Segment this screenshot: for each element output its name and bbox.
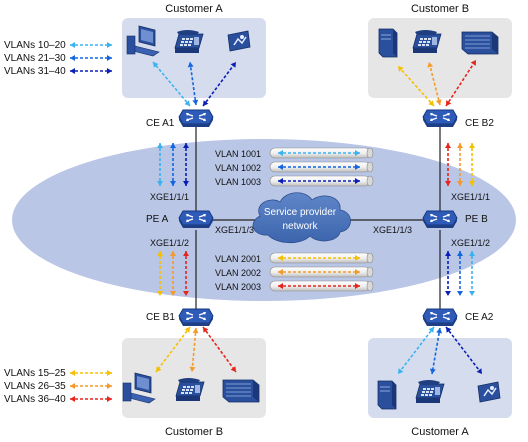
vlan-tunnels bbox=[269, 147, 374, 292]
router-ce-a2-icon bbox=[422, 308, 458, 327]
label-ce-b2: CE B2 bbox=[465, 118, 494, 129]
tunnel-tube-a-2 bbox=[269, 161, 374, 173]
tunnel-label-2003: VLAN 2003 bbox=[215, 282, 261, 292]
fan-arrow-a1-pc bbox=[152, 61, 191, 107]
vlan-legend-b-3: VLANs 36–40 bbox=[4, 394, 66, 405]
tunnel-label-1002: VLAN 1002 bbox=[215, 163, 261, 173]
cloud-label-line1: Service provider bbox=[264, 207, 337, 218]
tunnel-tube-a-2-arrow bbox=[278, 164, 360, 170]
interface-pe-b-up: XGE1/1/1 bbox=[451, 192, 490, 202]
vlan-legend-b-1: VLANs 15–25 bbox=[4, 368, 66, 379]
router-ce-b1-icon bbox=[178, 308, 214, 327]
cloud-label-line2: network bbox=[282, 221, 318, 232]
vlan-legend-a-1: VLANs 10–20 bbox=[4, 40, 66, 51]
label-ce-b1: CE B1 bbox=[146, 312, 175, 323]
fan-arrow-a2-phone bbox=[429, 327, 443, 375]
tunnel-label-2002: VLAN 2002 bbox=[215, 268, 261, 278]
fan-arrow-a2-cam bbox=[445, 326, 483, 375]
link-arrow-pe-a-ce-b1-3 bbox=[183, 251, 189, 296]
service-provider-cloud: Service provider network bbox=[252, 192, 351, 244]
link-arrow-pe-b-ce-a2-2 bbox=[457, 251, 463, 296]
router-pe-b-icon bbox=[422, 210, 458, 229]
link-arrow-pe-b-ce-a2-1 bbox=[445, 251, 451, 296]
tunnel-label-1003: VLAN 1003 bbox=[215, 177, 261, 187]
tunnel-tube-a-1-arrow bbox=[278, 150, 360, 156]
tunnel-tube-b-2 bbox=[269, 266, 374, 278]
fan-arrow-b1-phone bbox=[189, 327, 199, 373]
vlan-legend-b-2: VLANs 26–35 bbox=[4, 381, 66, 392]
server-icon bbox=[377, 380, 397, 410]
legend-arrow-a-1 bbox=[70, 42, 112, 48]
fan-arrow-b2-phone bbox=[427, 61, 442, 106]
vlan-legend-a-2: VLANs 21–30 bbox=[4, 53, 66, 64]
tunnel-tube-a-1 bbox=[269, 147, 374, 159]
tunnel-label-1001: VLAN 1001 bbox=[215, 149, 261, 159]
fan-arrow-a2-server bbox=[397, 326, 435, 375]
link-arrow-ce-a1-pe-a-2 bbox=[170, 143, 176, 186]
router-ce-a1-icon bbox=[178, 109, 214, 128]
interface-pe-a-core: XGE1/1/3 bbox=[215, 225, 254, 235]
camera-icon bbox=[227, 30, 251, 52]
tunnel-tube-b-3 bbox=[269, 280, 374, 292]
label-pe-b: PE B bbox=[465, 214, 488, 225]
link-arrow-pe-b-ce-a2-3 bbox=[469, 251, 475, 296]
fan-arrow-b2-server bbox=[397, 65, 435, 107]
tunnel-tube-a-3 bbox=[269, 175, 374, 187]
label-ce-a2: CE A2 bbox=[465, 312, 494, 323]
fan-arrow-b1-storage bbox=[202, 326, 237, 373]
camera-icon bbox=[477, 381, 501, 403]
label-pe-a: PE A bbox=[146, 214, 169, 225]
legend-arrow-b-3 bbox=[70, 396, 112, 402]
site-box-customer-a-bottom bbox=[368, 338, 512, 418]
legend-arrow-b-2 bbox=[70, 383, 112, 389]
link-arrow-ce-a1-pe-a-1 bbox=[157, 143, 163, 186]
link-arrow-ce-b2-pe-b-3 bbox=[469, 143, 475, 186]
tunnel-label-2001: VLAN 2001 bbox=[215, 254, 261, 264]
tunnel-tube-b-1 bbox=[269, 252, 374, 264]
legend-arrow-a-3 bbox=[70, 68, 112, 74]
router-ce-b2-icon bbox=[422, 109, 458, 128]
legend-arrow-a-2 bbox=[70, 55, 112, 61]
interface-pe-b-down: XGE1/1/2 bbox=[451, 238, 490, 248]
vlan-arrows bbox=[70, 42, 483, 402]
customer-a-top-title: Customer A bbox=[165, 3, 223, 15]
fan-arrow-a1-cam bbox=[202, 61, 237, 107]
router-pe-a-icon bbox=[178, 210, 214, 229]
fan-arrow-b1-pc bbox=[155, 326, 191, 373]
tunnel-tube-a-3-arrow bbox=[278, 178, 360, 184]
link-arrow-ce-a1-pe-a-3 bbox=[183, 143, 189, 186]
legend-arrow-b-1 bbox=[70, 370, 112, 376]
link-arrow-pe-a-ce-b1-2 bbox=[170, 251, 176, 296]
label-ce-a1: CE A1 bbox=[146, 118, 175, 129]
link-arrow-ce-b2-pe-b-1 bbox=[445, 143, 451, 186]
interface-pe-a-up: XGE1/1/1 bbox=[150, 192, 189, 202]
fan-arrow-b2-storage bbox=[445, 59, 477, 107]
customer-b-top-title: Customer B bbox=[411, 3, 469, 15]
storage-icon bbox=[461, 31, 499, 55]
server-icon bbox=[378, 28, 398, 58]
storage-icon bbox=[222, 379, 260, 403]
customer-b-bottom-title: Customer B bbox=[165, 426, 223, 438]
customer-a-bottom-title: Customer A bbox=[411, 426, 469, 438]
interface-pe-b-core: XGE1/1/3 bbox=[373, 225, 412, 235]
tunnel-tube-b-1-arrow bbox=[278, 255, 360, 261]
tunnel-tube-b-3-arrow bbox=[278, 283, 360, 289]
interface-pe-a-down: XGE1/1/2 bbox=[150, 238, 189, 248]
link-arrow-ce-b2-pe-b-2 bbox=[457, 143, 463, 186]
link-arrow-pe-a-ce-b1-1 bbox=[157, 251, 163, 296]
vlan-legend-a-3: VLANs 31–40 bbox=[4, 66, 66, 77]
fan-arrow-a1-phone bbox=[187, 61, 199, 106]
tunnel-tube-b-2-arrow bbox=[278, 269, 360, 275]
